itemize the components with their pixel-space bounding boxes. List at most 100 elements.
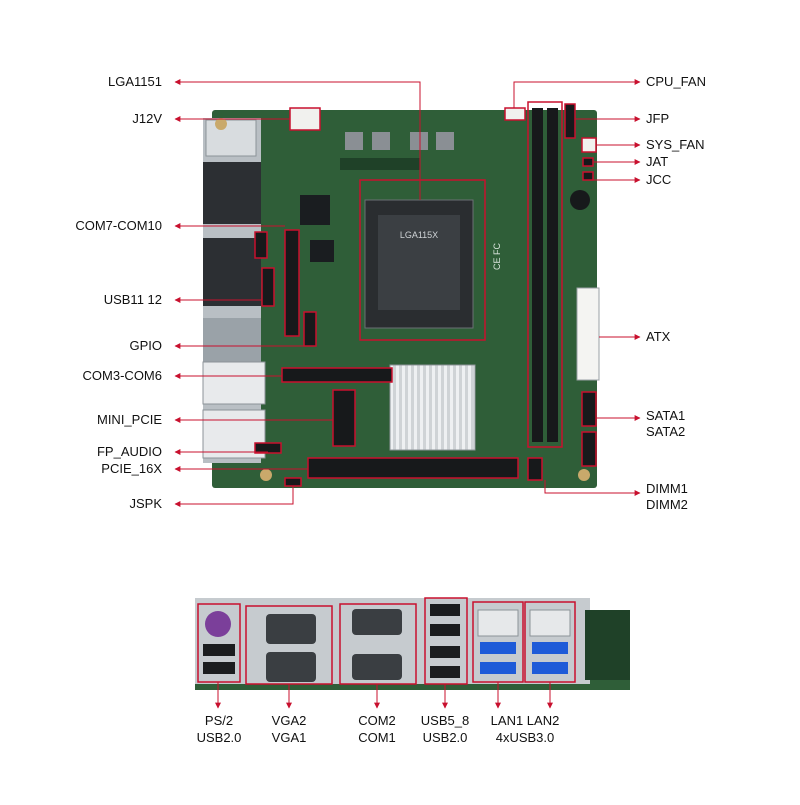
label-usb5-8-name: USB5_8 [420, 713, 470, 728]
label-dimm1: DIMM1 [646, 481, 688, 496]
callout-lines [174, 79, 641, 507]
mounting-hole [260, 469, 272, 481]
label-pcie-16x: PCIE_16X [101, 461, 162, 476]
label-jspk: JSPK [129, 496, 162, 511]
label-usb5-8: USB5_8 USB2.0 [415, 712, 475, 746]
sys-fan-header [581, 137, 597, 153]
heatsink [389, 364, 476, 451]
label-sata1: SATA1 [646, 408, 686, 423]
label-jfp: JFP [646, 111, 670, 126]
com1-connector [352, 654, 402, 680]
usb-port [430, 604, 460, 616]
label-com: COM2 COM1 [347, 712, 407, 746]
callout-line-dimm [544, 480, 641, 496]
vga2-connector [266, 614, 316, 644]
label-vga: VGA2 VGA1 [259, 712, 319, 746]
label-sys-fan: SYS_FAN [646, 137, 705, 152]
j12v-header [289, 107, 321, 131]
usb5-8-outline [424, 597, 468, 685]
chip [310, 240, 334, 262]
jspk-header [284, 477, 302, 487]
label-j12v: J12V [132, 111, 162, 126]
dimm-header [527, 457, 543, 481]
label-sata2: SATA2 [646, 424, 686, 439]
com-header [254, 231, 268, 259]
ps2-usb-outline [197, 603, 241, 683]
callout-line-cpu-fan [513, 79, 641, 108]
jfp-header [564, 103, 576, 139]
usb11-12-header [261, 267, 275, 307]
label-com3-com6: COM3-COM6 [82, 368, 162, 383]
usb-port [430, 666, 460, 678]
buzzer [570, 190, 590, 210]
vrm-choke [372, 132, 390, 150]
fp-audio-header [254, 442, 282, 454]
label-usb2: USB2.0 [196, 730, 242, 745]
label-com7-com10: COM7-COM10 [75, 218, 162, 233]
io-panel [195, 597, 630, 709]
callout-line-lga1151 [174, 79, 421, 200]
usb-port [430, 646, 460, 658]
label-vga2: VGA2 [271, 713, 307, 728]
com-outline [339, 603, 417, 685]
sata-connector-2 [581, 431, 597, 467]
dimm-slots-outline [527, 101, 563, 448]
label-vga1: VGA1 [271, 730, 307, 745]
label-lan: LAN1 LAN2 4xUSB3.0 [484, 712, 566, 746]
label-fp-audio: FP_AUDIO [96, 444, 162, 459]
label-usb11-12: USB11 12 [103, 292, 162, 307]
usb3-port [480, 662, 516, 674]
io-panel-side [585, 610, 630, 680]
label-usb3: 4xUSB3.0 [495, 730, 555, 745]
usb-port [430, 624, 460, 636]
mounting-hole [578, 469, 590, 481]
mounting-hole [215, 118, 227, 130]
label-jat: JAT [646, 154, 669, 169]
sata-connector-1 [581, 391, 597, 427]
atx-connector [576, 287, 600, 381]
usb3-port [480, 642, 516, 654]
label-usb5-8-type: USB2.0 [422, 730, 468, 745]
lan-port-1 [202, 361, 266, 405]
lan2-port [529, 609, 571, 637]
label-lga1151: LGA1151 [108, 74, 162, 89]
usb2-port [203, 644, 235, 656]
pcie-16x-slot [307, 457, 519, 479]
label-dimm2: DIMM2 [646, 497, 688, 512]
cpu-socket-outline [359, 179, 486, 341]
label-cpu-fan: CPU_FAN [646, 74, 706, 89]
vrm-choke [436, 132, 454, 150]
usb2-port [203, 662, 235, 674]
cpu-fan-header [504, 107, 526, 121]
com3-com6-header [281, 367, 393, 383]
callout-line-jspk [174, 486, 294, 507]
label-gpio: GPIO [129, 338, 162, 353]
usb3-port [532, 662, 568, 674]
motherboard: LGA115X CE FC [202, 101, 600, 488]
com7-com10-header [284, 229, 300, 337]
socket-text: LGA115X [400, 230, 438, 240]
vga-port-top [203, 162, 261, 224]
dimm-slot-2 [547, 108, 558, 442]
label-ps2-usb: PS/2 USB2.0 [193, 712, 245, 746]
gpio-header [303, 311, 317, 347]
label-jcc: JCC [646, 172, 672, 187]
chip [300, 195, 330, 225]
ce-mark: CE FC [492, 242, 502, 270]
usb3-port [532, 642, 568, 654]
label-com1: COM1 [358, 730, 396, 745]
capacitor-row [340, 158, 420, 170]
cpu-socket-cover [378, 215, 460, 310]
label-atx: ATX [646, 329, 671, 344]
label-mini-pcie: MINI_PCIE [96, 412, 162, 427]
label-com2: COM2 [358, 713, 396, 728]
ps2-connector [205, 611, 231, 637]
dimm-slot-1 [532, 108, 543, 442]
label-ps2: PS/2 [204, 713, 234, 728]
jcc-header [582, 171, 594, 181]
ps2-port [205, 119, 257, 157]
lan1-port [477, 609, 519, 637]
label-lan1-lan2: LAN1 LAN2 [490, 713, 560, 728]
mini-pcie-slot [332, 389, 356, 447]
